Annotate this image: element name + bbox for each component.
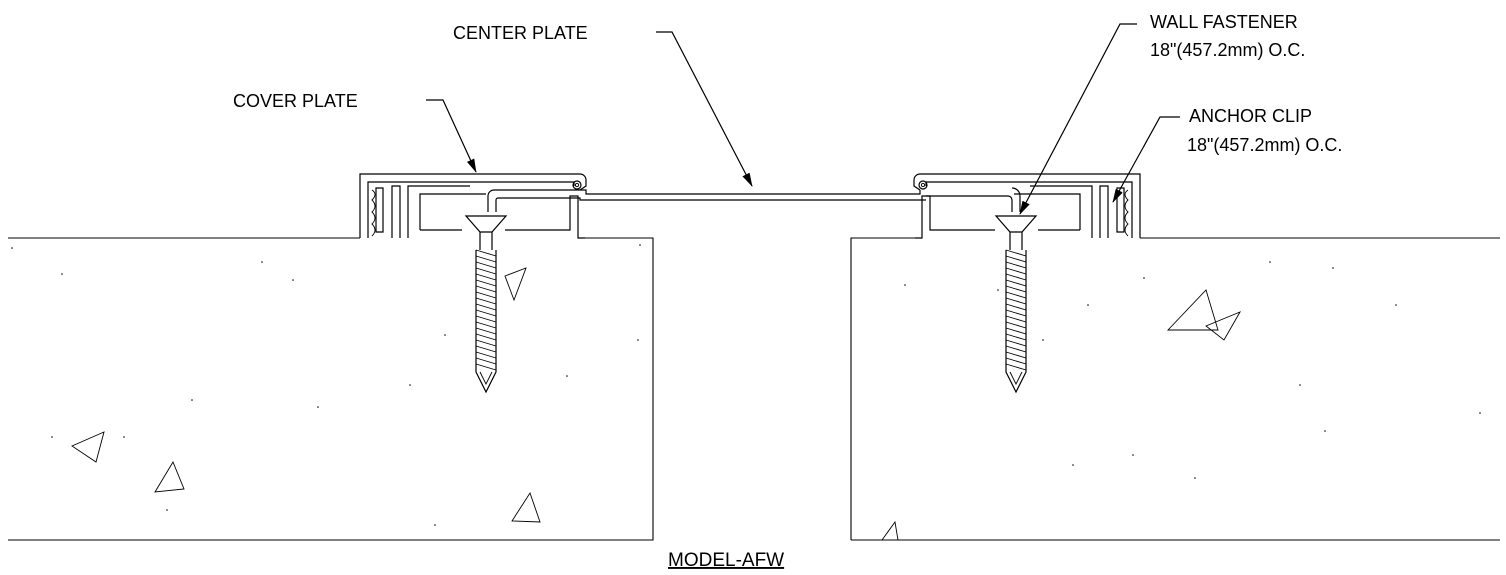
cover-plate-left <box>359 173 587 239</box>
concrete-slab-left <box>8 237 654 541</box>
wall-fastener-label: WALL FASTENER <box>1150 12 1298 32</box>
leader-center-plate <box>656 31 753 187</box>
cover-plate-label: COVER PLATE <box>233 91 358 111</box>
concrete-slab-right <box>850 237 1500 541</box>
wall-fastener-right <box>994 215 1038 394</box>
leader-wall-fastener <box>1019 23 1137 215</box>
wall-fastener-spacing-label: 18"(457.2mm) O.C. <box>1150 40 1305 60</box>
cover-plate-right <box>913 173 1141 239</box>
anchor-clip-spacing-label: 18"(457.2mm) O.C. <box>1187 135 1342 155</box>
center-plate <box>487 187 1021 212</box>
wall-fastener-left <box>464 215 508 394</box>
drawing-title: MODEL-AFW <box>668 550 784 571</box>
leader-anchor-clip <box>1112 116 1180 203</box>
leader-cover-plate <box>426 99 477 173</box>
anchor-clip-label: ANCHOR CLIP <box>1189 106 1312 126</box>
center-plate-label: CENTER PLATE <box>453 23 588 43</box>
